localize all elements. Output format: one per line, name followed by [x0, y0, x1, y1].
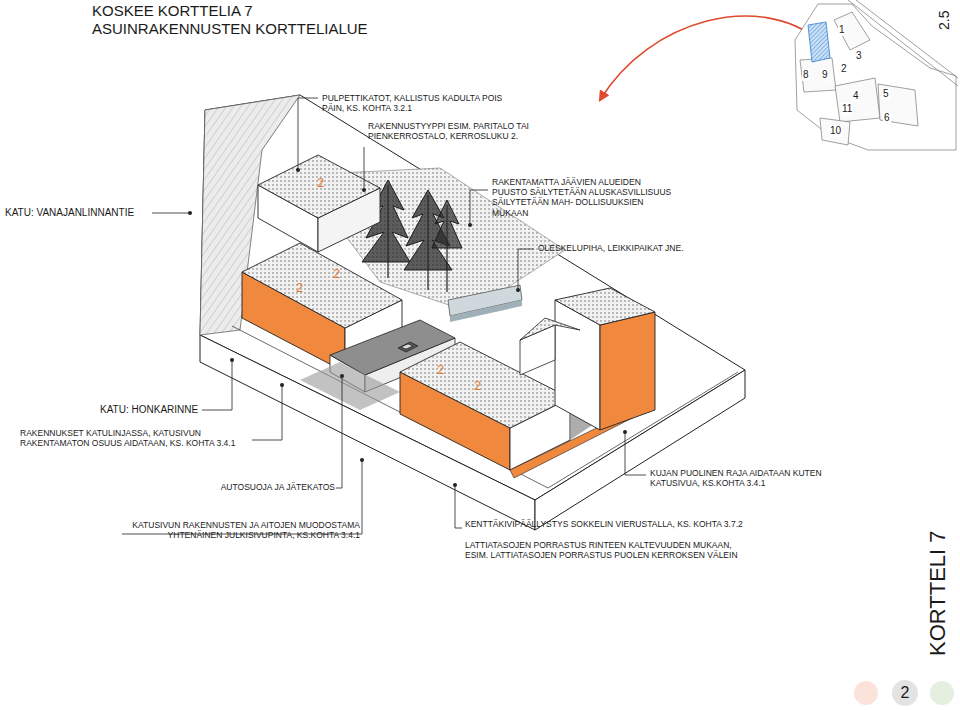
page-number: 2 [901, 684, 910, 702]
street-name: KATU: HONKARINNE [100, 404, 198, 416]
map-number: 10 [829, 125, 842, 137]
map-number: 11 [841, 103, 853, 115]
street-name: KATU: VANAJANLINNANTIE [5, 207, 134, 219]
map-number: 1 [838, 24, 846, 36]
callout-text: KUJAN PUOLINEN RAJA AIDATAAN KUTEN KATUS… [650, 468, 822, 488]
callout-text: KENTTÄKIVIPÄÄLLYSTYS SOKKELIN VIERUSTALL… [465, 519, 743, 529]
roof-number: 2 [474, 378, 481, 394]
callout-text: KATUSIVUN RAKENNUSTEN JA AITOJEN MUODOST… [122, 520, 360, 540]
block-name: KORTTELI 7 [925, 530, 951, 656]
callout-text: RAKENTAMATTA JÄÄVIEN ALUEIDEN PUUSTO SÄI… [492, 177, 674, 218]
callout-text: LATTIATASOJEN PORRASTUS RINTEEN KALTEVUU… [465, 540, 755, 560]
callout-text: RAKENNUKSET KATULINJASSA, KATUSIVUN RAKE… [20, 428, 265, 448]
sheet-title: KOSKEE KORTTELIA 7 ASUINRAKENNUSTEN KORT… [92, 2, 392, 38]
callout-text: OLESKELUPIHA, LEIKKIPAIKAT JNE. [538, 243, 684, 253]
roof-number: 2 [296, 280, 303, 296]
page-number-circle: 2 [892, 680, 918, 706]
map-number: 4 [852, 90, 860, 102]
map-number: 6 [883, 112, 891, 124]
roof-number: 2 [317, 175, 324, 191]
callout-text: PULPETTIKATOT, KALLISTUS KADULTA POIS PÄ… [322, 93, 512, 113]
callout-text: RAKENNUSTYYPPI ESIM. PARITALO TAI PIENKE… [368, 121, 553, 141]
callout-text: AUTOSUOJA JA JÄTEKATOS [195, 482, 335, 492]
map-number: 2 [840, 63, 848, 75]
roof-number: 2 [437, 362, 444, 378]
sheet-code: 2.5 [936, 11, 953, 30]
map-number: 9 [821, 69, 829, 81]
map-number: 5 [882, 88, 890, 100]
map-number: 8 [802, 69, 810, 81]
map-number: 3 [855, 50, 863, 62]
roof-number: 2 [333, 266, 340, 282]
